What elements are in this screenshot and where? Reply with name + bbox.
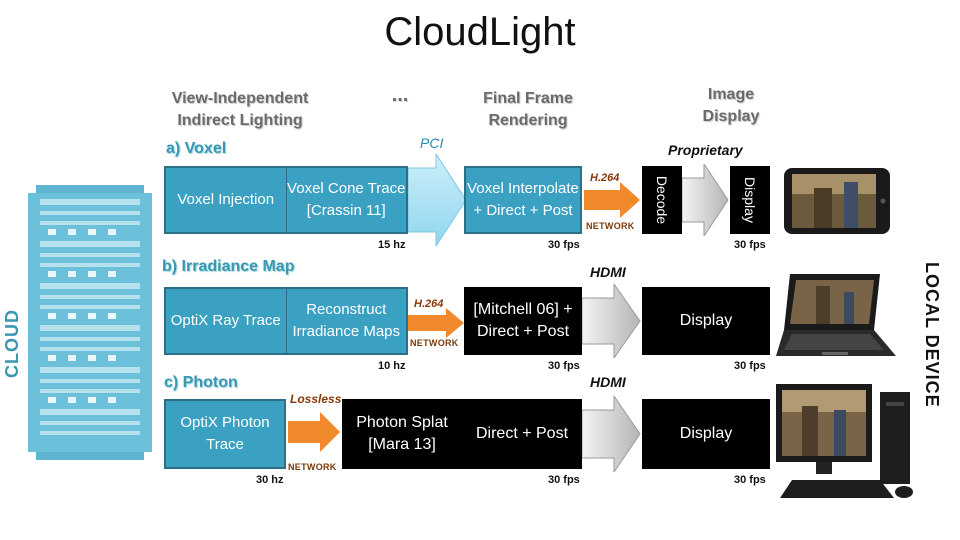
row-label-voxel: a) Voxel: [166, 140, 227, 157]
photon-hdmi-arrow-icon: [582, 396, 641, 472]
desktop-pc-icon: [776, 384, 913, 498]
header-image-display: Image Display: [702, 86, 760, 125]
voxel-display-label: Display: [742, 177, 758, 223]
photon-display-box: Display: [642, 399, 770, 469]
voxel-stage1-box: Voxel Injection Voxel Cone Trace [Crassi…: [164, 166, 408, 234]
pci-arrow-icon: [408, 154, 467, 246]
irradiance-hdmi-label: HDMI: [590, 264, 626, 280]
irradiance-network-label: NETWORK: [410, 338, 459, 348]
irradiance-rate3: 30 fps: [734, 360, 766, 372]
voxel-cone-trace-cell: Voxel Cone Trace [Crassin 11]: [285, 168, 407, 232]
voxel-final-render-box: Voxel Interpolate + Direct + Post: [464, 166, 582, 234]
irradiance-codec-label: H.264: [414, 298, 444, 310]
photon-rate2: 30 fps: [548, 474, 580, 486]
photon-trace-box: OptiX Photon Trace: [164, 399, 286, 469]
voxel-injection-cell: Voxel Injection: [177, 191, 275, 208]
photon-direct-post-cell: Direct + Post: [475, 425, 569, 442]
irradiance-display-box: Display: [642, 287, 770, 355]
laptop-icon: [776, 274, 896, 356]
voxel-network-arrow-icon: [584, 182, 640, 218]
irradiance-final-render-box: [Mitchell 06] + Direct + Post: [464, 287, 582, 355]
photon-network-label: NETWORK: [288, 462, 337, 472]
proprietary-arrow-icon: [682, 164, 729, 236]
irradiance-stage1-box: OptiX Ray Trace Reconstruct Irradiance M…: [164, 287, 408, 355]
irradiance-hdmi-arrow-icon: [582, 284, 641, 358]
photon-final-render-box: Photon Splat [Mara 13] Direct + Post: [342, 399, 582, 469]
photon-rate1: 30 hz: [256, 474, 284, 486]
pci-link-label: PCI: [420, 135, 444, 151]
voxel-rate1: 15 hz: [378, 239, 406, 251]
decode-label: Decode: [654, 175, 671, 225]
photon-rate3: 30 fps: [734, 474, 766, 486]
diagram-title: CloudLight: [384, 10, 576, 54]
voxel-codec-label: H.264: [590, 172, 620, 184]
decode-box: Decode: [642, 166, 682, 234]
voxel-display-box: Display: [730, 166, 770, 234]
cloud-side-label: CLOUD: [2, 309, 22, 378]
header-indirect-lighting: View-Independent Indirect Lighting: [171, 90, 309, 129]
photon-splat-cell: Photon Splat [Mara 13]: [356, 414, 448, 453]
optix-ray-trace-cell: OptiX Ray Trace: [170, 312, 281, 329]
lossless-link-label: Lossless: [290, 392, 342, 406]
photon-hdmi-label: HDMI: [590, 374, 626, 390]
tablet-icon: [784, 168, 890, 234]
local-device-side-label: LOCAL DEVICE: [922, 262, 942, 408]
irradiance-network-arrow-icon: [408, 308, 464, 338]
row-label-irradiance: b) Irradiance Map: [162, 258, 295, 275]
irradiance-rate1: 10 hz: [378, 360, 406, 372]
reconstruct-irradiance-cell: Reconstruct Irradiance Maps: [285, 289, 407, 353]
voxel-rate2: 30 fps: [548, 239, 580, 251]
header-ellipsis: ...: [391, 84, 409, 106]
server-rack-icon: [28, 185, 152, 460]
row-label-photon: c) Photon: [164, 374, 238, 391]
voxel-rate3: 30 fps: [734, 239, 766, 251]
header-final-frame: Final Frame Rendering: [483, 90, 573, 129]
irradiance-rate2: 30 fps: [548, 360, 580, 372]
photon-network-arrow-icon: [288, 412, 340, 452]
proprietary-link-label: Proprietary: [668, 142, 743, 158]
voxel-network-label: NETWORK: [586, 221, 635, 231]
